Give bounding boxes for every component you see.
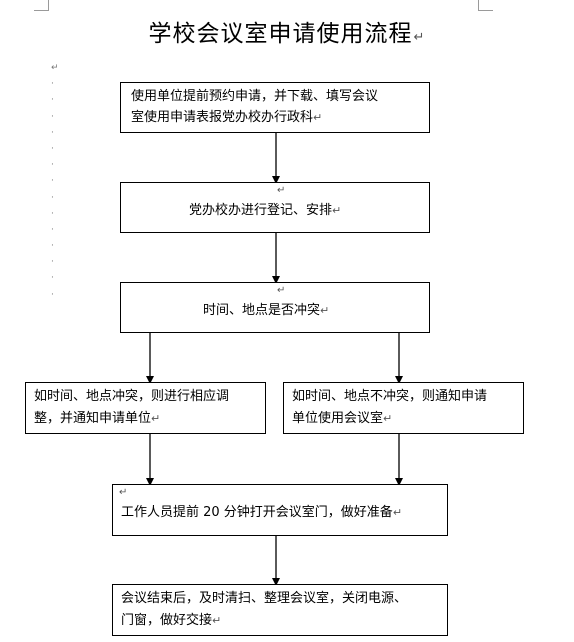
flow-step-4: ↵ 工作人员提前 20 分钟打开会议室门，做好准备↵ — [112, 484, 448, 536]
flow-step-3: ↵ 时间、地点是否冲突↵ — [120, 282, 430, 333]
paragraph-mark-icon: ↵ — [277, 185, 286, 196]
paragraph-mark-icon: · — [51, 160, 54, 171]
step-5-line-1: 会议结束后，及时清扫、整理会议室，关闭电源、 — [121, 591, 408, 606]
paragraph-mark-icon: · — [51, 79, 54, 90]
paragraph-mark-icon: · — [51, 176, 54, 187]
title-text: 学校会议室申请使用流程 — [148, 21, 413, 47]
paragraph-mark-icon: ↵ — [332, 204, 342, 217]
branch-no-conflict-line-1: 如时间、地点不冲突，则通知申请 — [292, 389, 488, 404]
step-3-text: 时间、地点是否冲突 — [203, 303, 321, 318]
flow-branch-no-conflict: 如时间、地点不冲突，则通知申请 单位使用会议室↵ — [283, 382, 524, 434]
paragraph-mark-icon: · — [51, 273, 54, 284]
step-1-line-2: 室使用申请表报党办校办行政科 — [131, 110, 314, 125]
paragraph-mark-icon: ↵ — [212, 614, 222, 627]
branch-conflict-line-1: 如时间、地点冲突，则进行相应调 — [34, 389, 230, 404]
paragraph-mark-icon: ↵ — [277, 285, 286, 296]
paragraph-mark-icon: ↵ — [313, 111, 323, 124]
document-title: 学校会议室申请使用流程↵ — [0, 14, 574, 48]
flow-step-5: 会议结束后，及时清扫、整理会议室，关闭电源、 门窗，做好交接↵ — [112, 584, 448, 636]
paragraph-mark-icon: · — [51, 192, 54, 203]
page-corner-mark-left — [34, 0, 49, 11]
flow-step-1: 使用单位提前预约申请，并下载、填写会议 室使用申请表报党办校办行政科↵ — [120, 82, 430, 133]
branch-conflict-line-2: 整，并通知申请单位 — [34, 411, 152, 426]
paragraph-mark-icon: · — [51, 224, 54, 235]
paragraph-mark-icon: ↵ — [392, 506, 403, 519]
step-1-line-1: 使用单位提前预约申请，并下载、填写会议 — [131, 89, 379, 104]
paragraph-mark-icon: · — [51, 257, 54, 268]
paragraph-mark-icon: ↵ — [413, 30, 426, 45]
flow-branch-conflict: 如时间、地点冲突，则进行相应调 整，并通知申请单位↵ — [25, 382, 266, 434]
paragraph-mark-icon: · — [51, 289, 54, 300]
paragraph-mark-icon: · — [51, 95, 54, 106]
paragraph-mark-icon: · — [51, 208, 54, 219]
branch-no-conflict-line-2: 单位使用会议室 — [292, 411, 384, 426]
paragraph-mark-icon: · — [51, 127, 54, 138]
step-2-text: 党办校办进行登记、安排 — [189, 203, 333, 218]
paragraph-mark-icon: · — [51, 241, 54, 252]
paragraph-mark-icon: · — [51, 111, 54, 122]
paragraph-mark-icon: ↵ — [51, 63, 59, 73]
paragraph-mark-icon: ↵ — [151, 412, 161, 425]
paragraph-mark-icon: ↵ — [119, 487, 128, 498]
paragraph-mark-icon: · — [51, 143, 54, 154]
step-5-line-2: 门窗，做好交接 — [121, 613, 213, 628]
step-4-text: 工作人员提前 20 分钟打开会议室门，做好准备 — [121, 505, 393, 520]
paragraph-mark-icon: ↵ — [320, 304, 330, 317]
flow-step-2: ↵ 党办校办进行登记、安排↵ — [120, 182, 430, 233]
paragraph-mark-icon: ↵ — [383, 412, 393, 425]
margin-paragraph-marks: ↵ · · · · · · · · · · · · · · — [51, 60, 65, 303]
page-corner-mark-right — [478, 0, 493, 11]
